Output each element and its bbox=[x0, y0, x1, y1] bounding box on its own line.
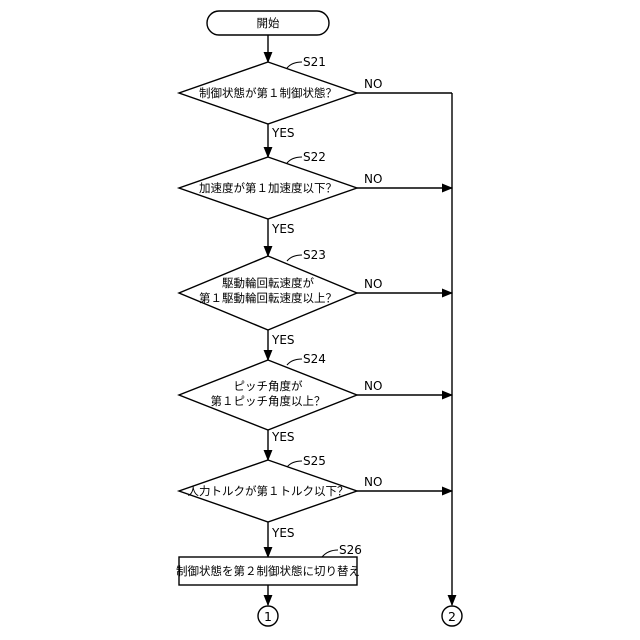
no-label-s22: NO bbox=[364, 172, 382, 186]
decision-text-s24-line1: ピッチ角度が bbox=[234, 379, 303, 393]
decision-text-s24-line2: 第１ピッチ角度以上？ bbox=[211, 394, 326, 408]
step-id-s24: S24 bbox=[303, 352, 326, 366]
process-text-s26: 制御状態を第２制御状態に切り替え bbox=[176, 564, 360, 578]
connector-1-label: 1 bbox=[264, 609, 272, 624]
step-id-s26: S26 bbox=[339, 543, 362, 557]
no-label-s24: NO bbox=[364, 379, 382, 393]
decision-s25: S25 人力トルクが第１トルク以下？ bbox=[179, 454, 357, 522]
connector-1: 1 bbox=[258, 606, 278, 626]
start-label: 開始 bbox=[257, 16, 280, 30]
step-id-s21: S21 bbox=[303, 55, 326, 69]
process-s26: S26 制御状態を第２制御状態に切り替え bbox=[176, 543, 362, 585]
decision-text-s21: 制御状態が第１制御状態？ bbox=[199, 86, 337, 100]
decision-text-s22: 加速度が第１加速度以下？ bbox=[199, 181, 337, 195]
yes-label-s22: YES bbox=[271, 222, 295, 236]
step-id-s23: S23 bbox=[303, 248, 326, 262]
start-terminal: 開始 bbox=[207, 11, 329, 35]
yes-label-s24: YES bbox=[271, 430, 295, 444]
no-label-s25: NO bbox=[364, 475, 382, 489]
decision-text-s23-line2: 第１駆動輪回転速度以上？ bbox=[199, 291, 337, 305]
connector-2-label: 2 bbox=[448, 609, 456, 624]
step-id-s25: S25 bbox=[303, 454, 326, 468]
connector-2: 2 bbox=[442, 606, 462, 626]
step-id-s22: S22 bbox=[303, 150, 326, 164]
no-label-s21: NO bbox=[364, 77, 382, 91]
decision-s24: S24 ピッチ角度が 第１ピッチ角度以上？ bbox=[179, 352, 357, 430]
decision-text-s23-line1: 駆動輪回転速度が bbox=[222, 276, 314, 290]
decision-text-s25: 人力トルクが第１トルク以下？ bbox=[188, 484, 349, 498]
no-label-s23: NO bbox=[364, 277, 382, 291]
yes-label-s21: YES bbox=[271, 126, 295, 140]
decision-s22: S22 加速度が第１加速度以下？ bbox=[179, 150, 357, 219]
decision-s21: S21 制御状態が第１制御状態？ bbox=[179, 55, 357, 124]
yes-label-s25: YES bbox=[271, 526, 295, 540]
yes-label-s23: YES bbox=[271, 333, 295, 347]
decision-s23: S23 駆動輪回転速度が 第１駆動輪回転速度以上？ bbox=[179, 248, 357, 330]
